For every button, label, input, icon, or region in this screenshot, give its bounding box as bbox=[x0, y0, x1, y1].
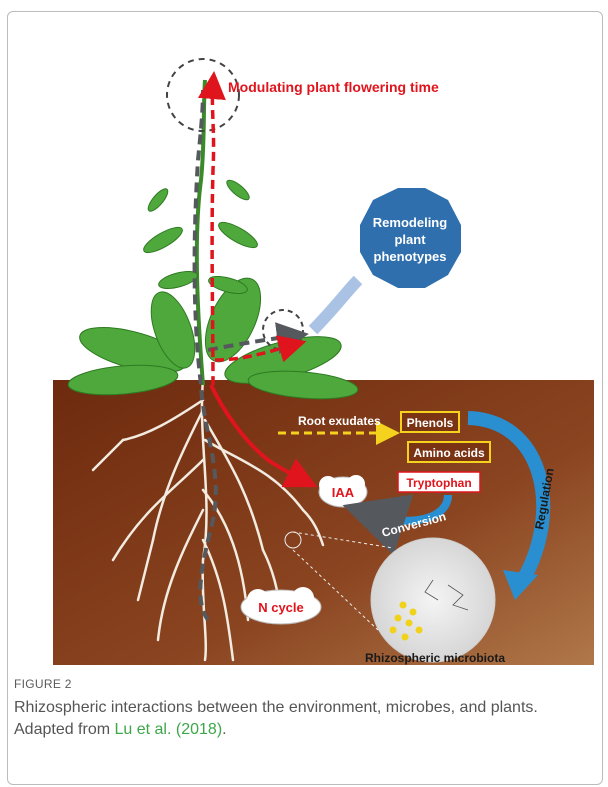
author-link[interactable]: Lu et al. bbox=[115, 721, 172, 738]
remodeling-label-1: Remodeling bbox=[373, 215, 447, 230]
phenols-label: Phenols bbox=[407, 416, 454, 430]
phenotype-arrow bbox=[313, 280, 358, 330]
iaa-label: IAA bbox=[332, 485, 355, 500]
microbiota-circle bbox=[371, 538, 495, 662]
remodeling-label-3: phenotypes bbox=[374, 249, 447, 264]
flowering-label: Modulating plant flowering time bbox=[228, 79, 439, 95]
amino-acids-label: Amino acids bbox=[413, 446, 485, 460]
root-exudates-label: Root exudates bbox=[298, 414, 381, 428]
tryptophan-label: Tryptophan bbox=[406, 476, 471, 490]
caption-text: Rhizospheric interactions between the en… bbox=[14, 699, 538, 738]
caption-end: . bbox=[222, 721, 226, 738]
microbiota-label: Rhizospheric microbiota bbox=[365, 651, 505, 665]
figure-caption: Rhizospheric interactions between the en… bbox=[14, 697, 594, 741]
n-cycle-label: N cycle bbox=[258, 600, 304, 615]
red-pathway-arrow bbox=[212, 85, 213, 385]
rhizosphere-figure: Remodeling plant phenotypes Modulating p… bbox=[53, 40, 594, 665]
year-link[interactable]: (2018) bbox=[176, 721, 222, 738]
figure-number: FIGURE 2 bbox=[14, 677, 594, 691]
remodeling-label-2: plant bbox=[394, 232, 426, 247]
